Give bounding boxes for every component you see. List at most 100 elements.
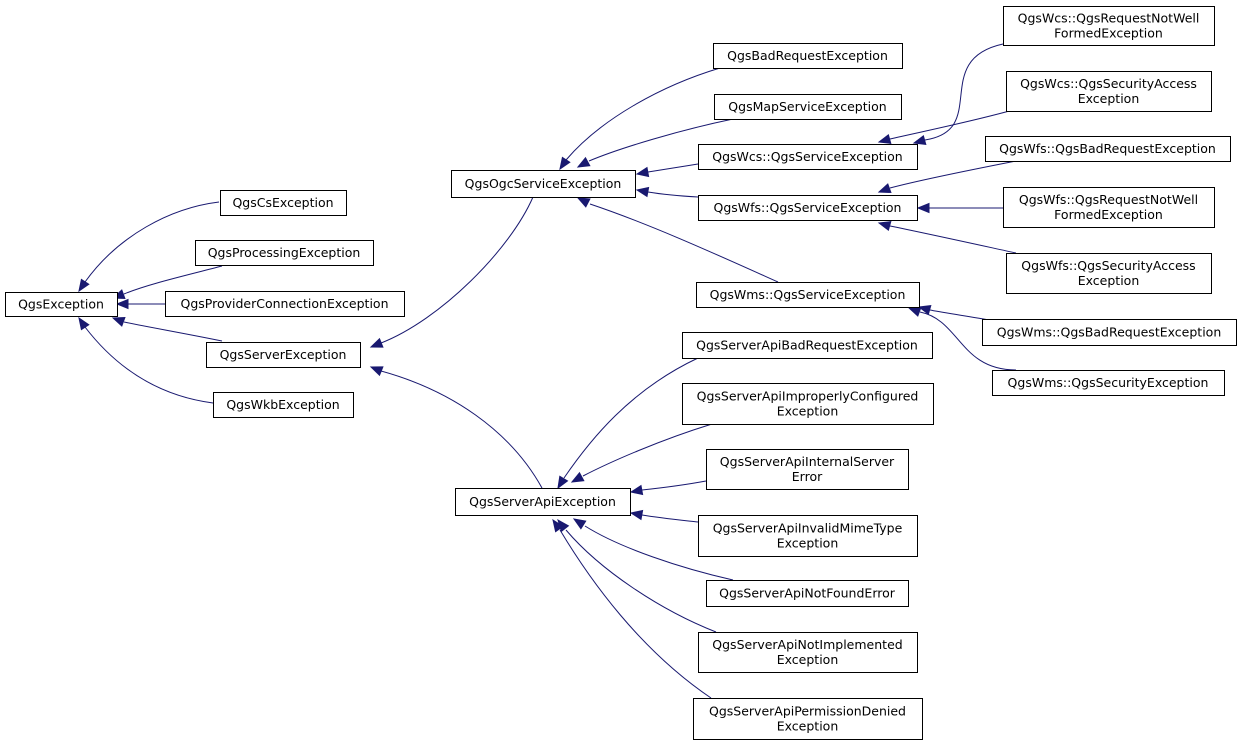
- class-node-QgsWfsServiceException[interactable]: QgsWfs::QgsServiceException: [698, 195, 918, 221]
- class-node-QgsBadRequestException[interactable]: QgsBadRequestException: [713, 43, 903, 69]
- edge-ApiBadRequest-to-QgsServerApiException: [557, 357, 699, 490]
- arrowhead-icon: [917, 305, 932, 316]
- class-node-ApiNotFound[interactable]: QgsServerApiNotFoundError: [706, 580, 909, 607]
- inheritance-line: [559, 529, 712, 699]
- inheritance-line: [380, 196, 534, 344]
- edge-QgsWfsBadRequest-to-QgsWfsServiceException: [877, 160, 1017, 194]
- class-node-QgsWcsServiceException[interactable]: QgsWcs::QgsServiceException: [698, 144, 918, 170]
- class-label: Exception: [777, 719, 839, 734]
- class-node-QgsServerApiException[interactable]: QgsServerApiException: [455, 488, 631, 516]
- edge-QgsOgcServiceException-to-QgsServerException: [369, 196, 534, 348]
- inheritance-line: [589, 203, 779, 283]
- edge-QgsBadRequestException-to-QgsOgcServiceException: [559, 67, 721, 171]
- class-node-QgsProviderConnectionException[interactable]: QgsProviderConnectionException: [165, 291, 405, 317]
- arrowhead-icon: [877, 133, 892, 144]
- class-node-QgsServerException[interactable]: QgsServerException: [206, 342, 361, 368]
- edge-QgsMapServiceException-to-QgsOgcServiceException: [576, 118, 734, 168]
- edge-QgsWkbException-to-QgsException: [78, 316, 214, 404]
- class-box: [1006, 253, 1212, 294]
- edge-ApiImproperlyConfigured-to-QgsServerApiException: [570, 423, 713, 483]
- inheritance-line: [123, 321, 223, 342]
- class-label: QgsWfs::QgsRequestNotWell: [1019, 192, 1198, 207]
- class-node-QgsException[interactable]: QgsException: [5, 292, 118, 317]
- class-node-QgsCsException[interactable]: QgsCsException: [220, 190, 347, 216]
- class-node-QgsProcessingException[interactable]: QgsProcessingException: [195, 240, 374, 266]
- class-label: QgsProviderConnectionException: [181, 296, 389, 311]
- class-label: QgsWfs::QgsBadRequestException: [999, 141, 1216, 156]
- arrowhead-icon: [912, 134, 927, 145]
- inheritance-line: [889, 109, 1014, 140]
- inheritance-line: [641, 514, 699, 523]
- class-label: QgsServerApiInternalServer: [720, 454, 895, 469]
- class-box: [706, 449, 909, 490]
- arrowhead-icon: [572, 518, 587, 530]
- arrowhead-icon: [635, 166, 650, 178]
- class-node-ApiBadRequest[interactable]: QgsServerApiBadRequestException: [682, 332, 933, 359]
- class-node-QgsWmsSecurity[interactable]: QgsWms::QgsSecurityException: [992, 370, 1225, 396]
- class-box: [1003, 187, 1215, 228]
- inheritance-line: [919, 311, 1017, 371]
- class-node-QgsWfsBadRequest[interactable]: QgsWfs::QgsBadRequestException: [985, 136, 1231, 162]
- class-label: QgsMapServiceException: [728, 99, 886, 114]
- arrowhead-icon: [552, 518, 564, 533]
- edge-ApiNotImplemented-to-QgsServerApiException: [557, 518, 717, 633]
- inheritance-line: [584, 525, 734, 581]
- class-box: [698, 144, 918, 170]
- arrowhead-icon: [115, 298, 129, 310]
- inheritance-line: [123, 265, 223, 295]
- class-label: FormedException: [1054, 26, 1163, 41]
- inheritance-line: [563, 357, 699, 479]
- class-label: QgsServerApiInvalidMimeType: [713, 521, 903, 536]
- class-box: [706, 580, 909, 607]
- edge-ApiInternalServer-to-QgsServerApiException: [629, 480, 707, 496]
- class-box: [982, 319, 1237, 346]
- edge-ApiPermissionDenied-to-QgsServerApiException: [552, 518, 712, 699]
- edge-QgsWfsRequestNotWellFormed-to-QgsWfsServiceException: [916, 202, 1003, 214]
- class-label: QgsWkbException: [226, 397, 339, 412]
- inheritance-line: [929, 309, 990, 321]
- class-box: [693, 698, 923, 740]
- inheritance-line: [565, 67, 721, 161]
- class-box: [5, 292, 118, 317]
- class-label: FormedException: [1054, 207, 1163, 222]
- class-label: QgsServerApiException: [469, 494, 616, 509]
- inheritance-line: [582, 423, 713, 477]
- class-node-QgsOgcServiceException[interactable]: QgsOgcServiceException: [451, 170, 636, 198]
- class-box: [713, 43, 903, 69]
- arrowhead-icon: [635, 186, 650, 198]
- class-node-ApiImproperlyConfigured[interactable]: QgsServerApiImproperlyConfiguredExceptio…: [682, 383, 934, 425]
- class-node-QgsMapServiceException[interactable]: QgsMapServiceException: [714, 94, 902, 120]
- class-label: QgsProcessingException: [208, 245, 361, 260]
- class-box: [220, 190, 347, 216]
- arrowhead-icon: [916, 202, 930, 214]
- edge-QgsProviderConnectionException-to-QgsException: [115, 298, 165, 310]
- inheritance-line: [889, 225, 1017, 254]
- edge-ApiInvalidMimeType-to-QgsServerApiException: [629, 509, 699, 523]
- class-box: [213, 392, 354, 418]
- class-box: [1006, 71, 1212, 112]
- arrowhead-icon: [576, 197, 591, 208]
- class-node-QgsWkbException[interactable]: QgsWkbException: [213, 392, 354, 418]
- class-box: [165, 291, 405, 317]
- class-node-QgsWmsServiceException[interactable]: QgsWms::QgsServiceException: [696, 282, 920, 308]
- class-box: [451, 170, 636, 198]
- class-label: Error: [792, 469, 823, 484]
- class-label: QgsWcs::QgsServiceException: [712, 149, 902, 164]
- class-label: Exception: [777, 404, 839, 419]
- class-box: [682, 332, 933, 359]
- edge-QgsServerException-to-QgsException: [111, 316, 223, 342]
- class-node-QgsWmsBadRequest[interactable]: QgsWms::QgsBadRequestException: [982, 319, 1237, 346]
- arrowhead-icon: [559, 156, 571, 171]
- edge-QgsWcsRequestNotWellFormed-to-QgsWcsServiceException: [912, 43, 1004, 145]
- arrowhead-icon: [877, 183, 892, 194]
- class-label: QgsServerApiBadRequestException: [696, 338, 918, 353]
